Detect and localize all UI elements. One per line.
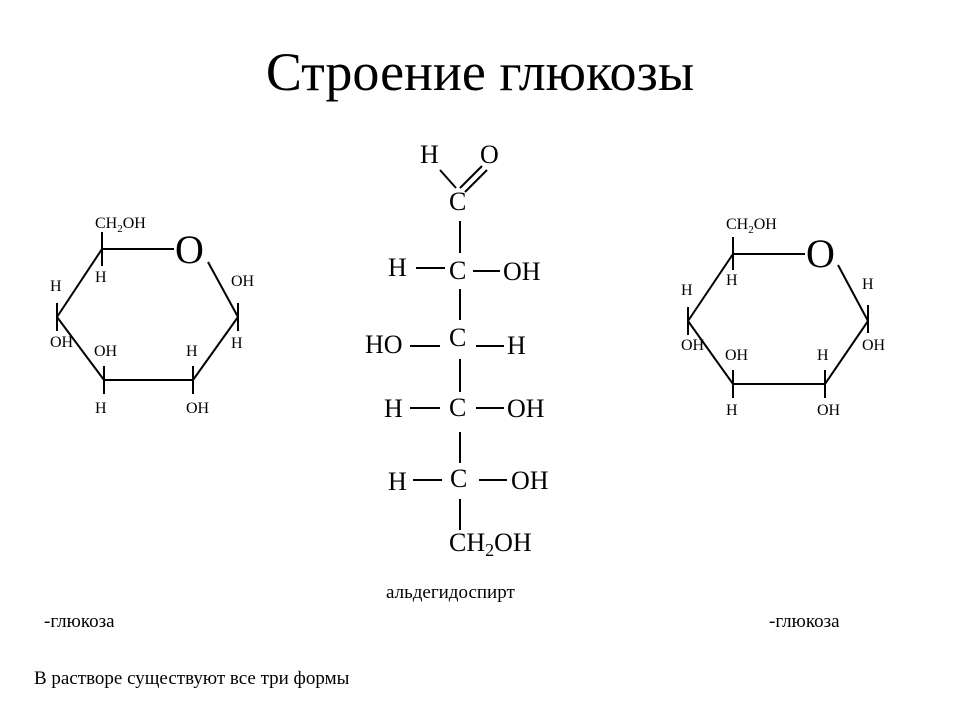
right-c5-h: H	[726, 272, 738, 289]
left-ring-structure	[56, 232, 239, 394]
chain-c1: C	[449, 187, 466, 216]
left-c2-h: H	[186, 343, 198, 360]
chain-c3-h: H	[507, 331, 526, 360]
open-chain-bond	[439, 169, 457, 189]
right-ring-structure	[687, 237, 869, 398]
left-c4-h: H	[50, 278, 62, 295]
chain-c4-h: H	[384, 394, 403, 423]
chain-c1-o: O	[480, 140, 499, 169]
left-ring-bond	[56, 316, 105, 381]
left-ring-labels: CH2OH O H OH H H OH OH H H OH	[50, 215, 255, 417]
left-ring-bond	[207, 261, 239, 318]
right-ring-bond	[687, 320, 734, 385]
chain-c4-oh: OH	[507, 394, 545, 423]
chain-c3-ho: HO	[365, 330, 403, 359]
page-title: Строение глюкозы	[265, 42, 695, 102]
right-ring-bond	[837, 264, 869, 322]
right-c1-oh: OH	[862, 337, 886, 354]
left-ring-bond	[56, 248, 103, 318]
right-ring-oxygen: O	[806, 231, 835, 276]
open-chain-labels: H O C H C OH HO C H H C OH H C OH CH2OH	[365, 140, 549, 560]
chain-c2-oh: OH	[503, 257, 541, 286]
chain-c2: C	[449, 256, 466, 285]
left-c3-oh: OH	[94, 343, 118, 360]
open-chain-bond	[459, 165, 483, 189]
right-ring-labels: CH2OH O H H OH H OH OH H H OH	[681, 216, 886, 419]
open-chain-bond	[464, 169, 488, 193]
chain-c1-h: H	[420, 140, 439, 169]
left-c1-h: H	[231, 335, 243, 352]
left-form-caption: -глюкоза	[44, 611, 115, 632]
left-ring-oxygen: O	[175, 227, 204, 272]
right-c2-oh: OH	[817, 402, 841, 419]
chain-c5-h: H	[388, 467, 407, 496]
right-c2-h: H	[817, 347, 829, 364]
left-c4-oh: OH	[50, 334, 74, 351]
left-c1-oh: OH	[231, 273, 255, 290]
right-c3-oh: OH	[725, 347, 749, 364]
open-chain-caption: альдегидоспирт	[386, 582, 515, 603]
right-c3-h: H	[726, 402, 738, 419]
chain-c4: C	[449, 393, 466, 422]
left-c5-h: H	[95, 269, 107, 286]
left-ch2oh-label: CH2OH	[95, 215, 146, 235]
right-form-caption: -глюкоза	[769, 611, 840, 632]
chain-c6-ch2oh: CH2OH	[449, 528, 532, 560]
right-ring-bond	[687, 253, 734, 322]
right-c1-h: H	[862, 276, 874, 293]
open-chain-structure	[410, 165, 507, 530]
right-c4-h: H	[681, 282, 693, 299]
chain-c3: C	[449, 323, 466, 352]
right-c4-oh: OH	[681, 337, 705, 354]
chain-c5-oh: OH	[511, 466, 549, 495]
note-caption: В растворе существуют все три формы	[34, 668, 350, 689]
chain-c5: C	[450, 464, 467, 493]
left-c2-oh: OH	[186, 400, 210, 417]
left-ring-bond	[192, 316, 239, 381]
right-ch2oh-label: CH2OH	[726, 216, 777, 236]
chain-c2-h: H	[388, 253, 407, 282]
left-c3-h: H	[95, 400, 107, 417]
right-ring-bond	[824, 320, 869, 385]
